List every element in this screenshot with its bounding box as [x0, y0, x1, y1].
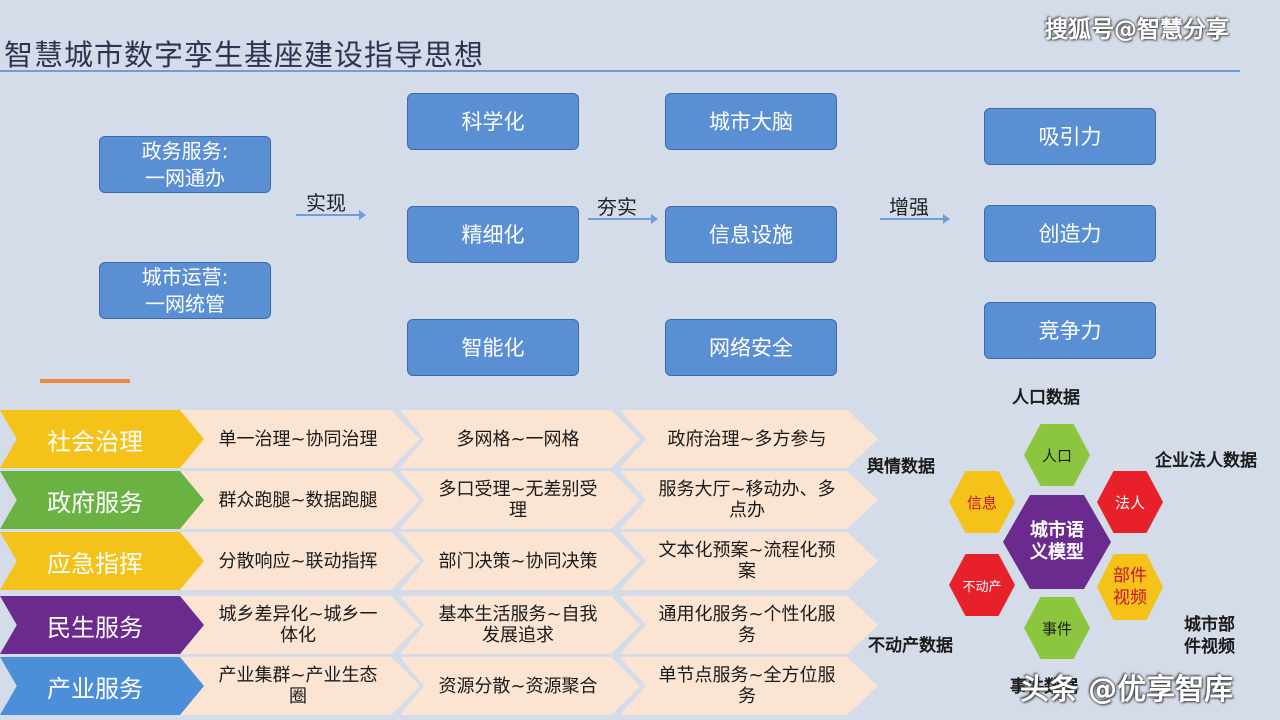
- row-livelihood-service: 民生服务 城乡差异化~城乡一体化 基本生活服务~自我发展追求 通用化服务~个性化…: [0, 596, 880, 654]
- row-cell: 资源分散~资源聚合: [400, 657, 640, 715]
- left-box-city-ops: 城市运营: 一网统管: [99, 262, 271, 319]
- row-cell: 服务大厅~移动办、多点办: [620, 471, 878, 529]
- hex-node-label: 信息: [966, 493, 997, 512]
- row-category: 民生服务: [0, 596, 210, 654]
- hex-component-video: 部件视频: [1097, 554, 1163, 620]
- row-cell: 文本化预案~流程化预案: [620, 532, 878, 590]
- hex-center-label: 城市语义模型: [1030, 520, 1084, 563]
- row-category: 应急指挥: [0, 532, 210, 590]
- box-attraction: 吸引力: [984, 108, 1156, 165]
- row-gov-service: 政府服务 群众跑腿~数据跑腿 多口受理~无差别受理 服务大厅~移动办、多点办: [0, 471, 880, 529]
- arrow-consolidate: [588, 214, 658, 224]
- watermark-bottom: 头条 @优享智库: [1020, 672, 1234, 706]
- arrow-label-enhance: 增强: [889, 195, 929, 219]
- box-refined: 精细化: [407, 206, 579, 263]
- row-cell: 多口受理~无差别受理: [400, 471, 640, 529]
- row-cell: 分散响应~联动指挥: [180, 532, 420, 590]
- box-scientific: 科学化: [407, 93, 579, 150]
- row-cell: 多网格~一网格: [400, 410, 640, 468]
- row-social-governance: 社会治理 单一治理~协同治理 多网格~一网格 政府治理~多方参与: [0, 410, 880, 468]
- hex-node-label: 法人: [1114, 493, 1145, 512]
- row-cell: 群众跑腿~数据跑腿: [180, 471, 420, 529]
- row-category: 政府服务: [0, 471, 210, 529]
- label-event-data: 事件数据: [1010, 677, 1078, 697]
- title-underline: [0, 70, 1240, 72]
- hex-center-semantic-model: 城市语义模型: [1003, 495, 1111, 589]
- row-cell: 产业集群~产业生态圈: [180, 657, 420, 715]
- hex-node-label: 不动产: [962, 579, 1002, 595]
- row-category: 社会治理: [0, 410, 210, 468]
- hex-information: 信息: [949, 471, 1015, 533]
- arrow-label-consolidate: 夯实: [597, 195, 637, 219]
- hex-node-label: 人口: [1041, 446, 1072, 465]
- left-box-line1: 政务服务:: [141, 138, 229, 163]
- page-title: 智慧城市数字孪生基座建设指导思想: [4, 38, 485, 72]
- hex-population: 人口: [1024, 424, 1090, 486]
- label-sentiment-data: 舆情数据: [867, 457, 935, 477]
- label-component-video: 城市部件视频: [1184, 615, 1235, 657]
- row-category: 产业服务: [0, 657, 210, 715]
- label-population-data: 人口数据: [1012, 388, 1080, 408]
- left-box-line2: 一网通办: [145, 165, 225, 190]
- hex-event: 事件: [1024, 597, 1090, 659]
- row-emergency-command: 应急指挥 分散响应~联动指挥 部门决策~协同决策 文本化预案~流程化预案: [0, 532, 880, 590]
- box-creativity: 创造力: [984, 205, 1156, 262]
- box-info-facilities: 信息设施: [665, 206, 837, 263]
- row-cell: 基本生活服务~自我发展追求: [400, 596, 640, 654]
- row-cell: 单一治理~协同治理: [180, 410, 420, 468]
- hex-node-label: 部件视频: [1113, 566, 1147, 608]
- watermark-top: 搜狐号@智慧分享: [1045, 17, 1229, 43]
- arrow-realize: [296, 210, 366, 220]
- left-box-line1: 城市运营:: [141, 264, 229, 289]
- hex-legal-person: 法人: [1097, 471, 1163, 533]
- arrow-label-realize: 实现: [306, 191, 346, 215]
- row-cell: 城乡差异化~城乡一体化: [180, 596, 420, 654]
- row-cell: 部门决策~协同决策: [400, 532, 640, 590]
- orange-accent-bar: [40, 379, 130, 383]
- row-industry-service: 产业服务 产业集群~产业生态圈 资源分散~资源聚合 单节点服务~全方位服务: [0, 657, 880, 715]
- box-city-brain: 城市大脑: [665, 93, 837, 150]
- row-cell: 通用化服务~个性化服务: [620, 596, 878, 654]
- label-enterprise-data: 企业法人数据: [1155, 451, 1257, 471]
- left-box-line2: 一网统管: [145, 291, 225, 316]
- box-intelligent: 智能化: [407, 319, 579, 376]
- hex-node-label: 事件: [1041, 619, 1072, 638]
- hex-real-estate: 不动产: [949, 554, 1015, 616]
- arrow-enhance: [880, 214, 950, 224]
- label-real-estate-data: 不动产数据: [868, 636, 953, 656]
- row-cell: 单节点服务~全方位服务: [620, 657, 878, 715]
- box-network-security: 网络安全: [665, 319, 837, 376]
- row-cell: 政府治理~多方参与: [620, 410, 878, 468]
- left-box-gov-service: 政务服务: 一网通办: [99, 136, 271, 193]
- box-competitiveness: 竞争力: [984, 302, 1156, 359]
